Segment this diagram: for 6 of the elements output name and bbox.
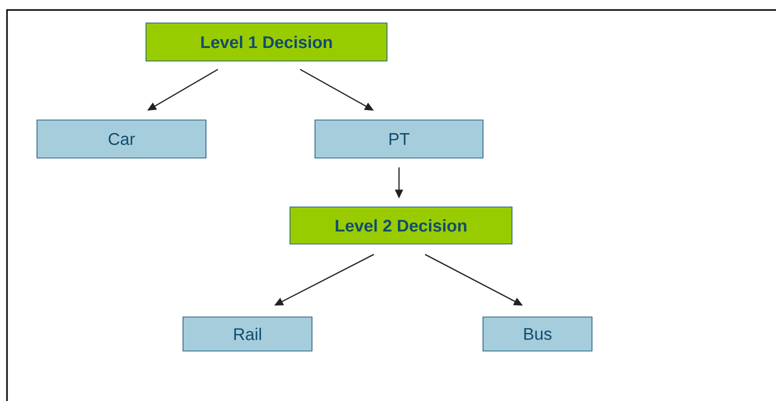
option-box: Car [36,120,206,158]
decision-box: Level 1 Decision [146,22,388,62]
option-box: Rail [182,316,312,352]
option-box: PT [314,120,484,158]
option-box: Bus [482,316,592,352]
decision-box: Level 2 Decision [290,206,512,244]
